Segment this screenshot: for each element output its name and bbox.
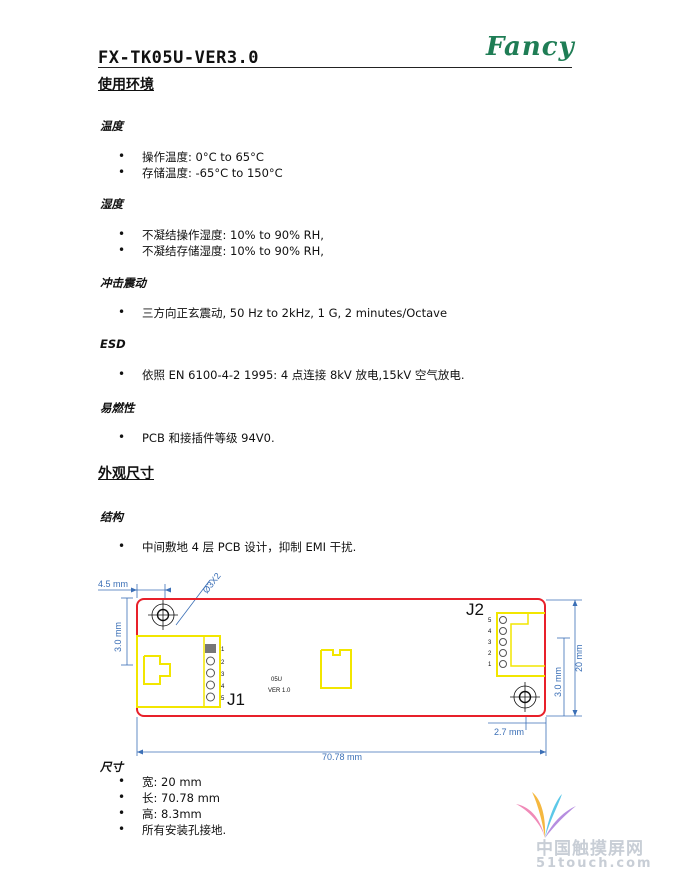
subsection-flammability: 易燃性 xyxy=(100,401,135,415)
dim-right-offset: 2.7 mm xyxy=(494,727,524,737)
dim-left-height: 3.0 mm xyxy=(113,622,123,652)
section-title-outline: 外观尺寸 xyxy=(98,466,154,482)
pcb-outline-drawing: 1 2 3 4 5 J1 05U VER 1.0 5 4 3 2 1 J2 4.… xyxy=(98,571,584,762)
document-title: FX-TK05U-VER3.0 xyxy=(98,48,260,68)
brand-logo: Fancy xyxy=(486,32,575,62)
j1-pin-label: 5 xyxy=(221,696,225,702)
list-item: 中间敷地 4 层 PCB 设计，抑制 EMI 干扰. xyxy=(118,538,356,555)
label-j1: J1 xyxy=(227,690,245,709)
subsection-esd: ESD xyxy=(100,337,126,351)
humidity-list: 不凝结操作湿度: 10% to 90% RH, 不凝结存储湿度: 10% to … xyxy=(118,226,324,259)
dim-total-height: 20 mm xyxy=(574,644,584,672)
list-item: PCB 和接插件等级 94V0. xyxy=(118,429,275,446)
subsection-size: 尺寸 xyxy=(100,760,123,774)
dim-hole-diameter: Ø3X2 xyxy=(201,571,223,595)
j1-pin-label: 2 xyxy=(221,660,225,666)
temperature-list: 操作温度: 0°C to 65°C 存储温度: -65°C to 150°C xyxy=(118,148,283,181)
dim-length: 70.78 mm xyxy=(322,752,362,762)
j1-pin-label: 1 xyxy=(221,647,225,653)
watermark-logo-icon xyxy=(516,792,576,838)
list-item: 不凝结操作湿度: 10% to 90% RH, xyxy=(118,226,324,243)
connector-j1 xyxy=(136,635,221,708)
subsection-structure: 结构 xyxy=(100,510,123,524)
subsection-shock: 冲击震动 xyxy=(100,276,146,290)
dimension-lines xyxy=(98,579,582,756)
list-item: 操作温度: 0°C to 65°C xyxy=(118,148,283,165)
subsection-temperature: 温度 xyxy=(100,119,123,133)
mounting-hole-top-left xyxy=(148,600,178,630)
j2-pin-label: 3 xyxy=(488,640,492,646)
list-item: 所有安装孔接地. xyxy=(118,821,226,838)
dim-right-height: 3.0 mm xyxy=(553,667,563,697)
board-silkscreen-version: VER 1.0 xyxy=(268,688,291,694)
label-j2: J2 xyxy=(466,600,484,619)
list-item: 高: 8.3mm xyxy=(118,805,226,822)
shock-list: 三方向正玄震动, 50 Hz to 2kHz, 1 G, 2 minutes/O… xyxy=(118,304,447,321)
watermark-text: 中国触摸屏网 xyxy=(536,839,644,859)
j2-pin-label: 2 xyxy=(488,651,492,657)
j2-pin-label: 1 xyxy=(488,662,492,668)
j1-pin-label: 3 xyxy=(221,672,225,678)
list-item: 不凝结存储湿度: 10% to 90% RH, xyxy=(118,242,324,259)
size-list: 宽: 20 mm 长: 70.78 mm 高: 8.3mm 所有安装孔接地. xyxy=(118,773,226,838)
list-item: 存储温度: -65°C to 150°C xyxy=(118,164,283,181)
section-title-environment: 使用环境 xyxy=(98,77,154,93)
header-divider xyxy=(98,67,572,68)
mounting-hole-bottom-right xyxy=(510,682,540,712)
watermark-url: 51touch.com xyxy=(536,856,653,871)
j1-pin-label: 4 xyxy=(221,684,225,690)
list-item: 依照 EN 6100-4-2 1995: 4 点连接 8kV 放电,15kV 空… xyxy=(118,366,465,383)
dim-left-offset: 4.5 mm xyxy=(98,579,128,589)
list-item: 宽: 20 mm xyxy=(118,773,226,790)
dimension-arrows xyxy=(131,587,578,755)
j2-pin-label: 5 xyxy=(488,618,492,624)
j2-pin-label: 4 xyxy=(488,629,492,635)
connector-j2 xyxy=(496,612,545,677)
subsection-humidity: 湿度 xyxy=(100,197,123,211)
list-item: 三方向正玄震动, 50 Hz to 2kHz, 1 G, 2 minutes/O… xyxy=(118,304,447,321)
flammability-list: PCB 和接插件等级 94V0. xyxy=(118,429,275,446)
list-item: 长: 70.78 mm xyxy=(118,789,226,806)
structure-list: 中间敷地 4 层 PCB 设计，抑制 EMI 干扰. xyxy=(118,538,356,555)
center-chip-footprint xyxy=(320,649,352,689)
board-silkscreen-text: 05U xyxy=(271,677,282,683)
esd-list: 依照 EN 6100-4-2 1995: 4 点连接 8kV 放电,15kV 空… xyxy=(118,366,465,383)
